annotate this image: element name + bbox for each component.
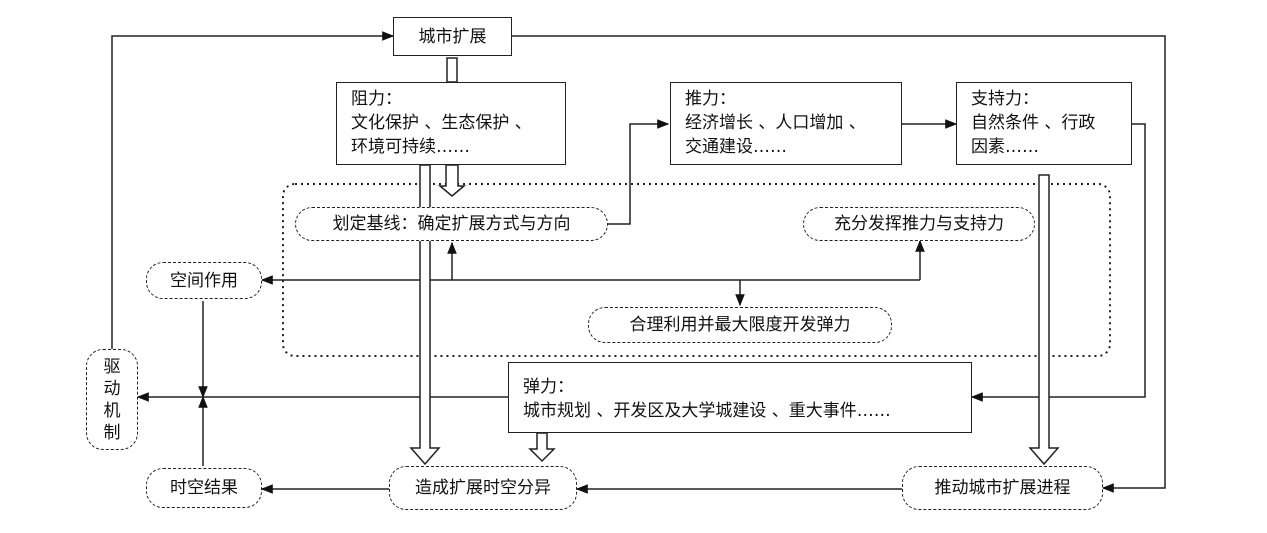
node-leverage-label: 充分发挥推力与支持力 [834, 214, 1004, 234]
node-elasticity: 弹力： 城市规划 、开发区及大学城建设 、重大事件…… [508, 362, 972, 433]
node-result-label: 时空结果 [170, 478, 238, 498]
node-elasticity-use: 合理利用并最大限度开发弹力 [588, 307, 892, 343]
node-baseline: 划定基线：确定扩展方式与方向 [295, 207, 608, 241]
node-spatial-label: 空间作用 [170, 270, 238, 291]
driving-char-2: 动 [103, 378, 121, 399]
driving-char-1: 驱 [103, 356, 121, 377]
hollow-arrow-support-to-promote [1028, 174, 1060, 466]
arrow-expansion-to-promote [512, 35, 1166, 493]
driving-char-3: 机 [103, 400, 121, 421]
support-title: 支持力： [971, 89, 1039, 109]
support-line2: 因素…… [971, 137, 1039, 157]
hollow-arrow-resistance-to-region [437, 164, 467, 197]
node-leverage: 充分发挥推力与支持力 [803, 207, 1035, 241]
arrow-baseline-to-push [608, 119, 670, 225]
hollow-arrow-elasticity-to-difference [528, 432, 556, 463]
node-push: 推力： 经济增长 、人口增加 、 交通建设…… [670, 82, 902, 165]
hollow-arrow-expansion-to-resistance [446, 57, 458, 83]
resistance-line1: 文化保护 、生态保护 、 [351, 113, 532, 133]
node-expansion-label: 城市扩展 [418, 26, 487, 47]
dotted-region [282, 183, 1111, 357]
node-expansion: 城市扩展 [393, 17, 512, 56]
node-difference: 造成扩展时空分异 [389, 466, 577, 510]
push-title: 推力： [685, 89, 736, 109]
arrow-support-to-elasticity [970, 123, 1146, 402]
node-spatial: 空间作用 [146, 262, 262, 299]
node-difference-label: 造成扩展时空分异 [415, 478, 551, 498]
node-result: 时空结果 [146, 468, 262, 508]
resistance-title: 阻力： [351, 89, 402, 109]
push-line2: 交通建设…… [685, 137, 787, 157]
push-line1: 经济增长 、人口增加 、 [685, 113, 866, 133]
node-promote-label: 推动城市扩展进程 [934, 478, 1071, 498]
node-promote: 推动城市扩展进程 [902, 466, 1103, 510]
resistance-line2: 环境可持续…… [351, 137, 470, 157]
node-support: 支持力： 自然条件 、行政 因素…… [956, 82, 1132, 165]
node-driving: 驱 动 机 制 [86, 349, 138, 450]
elasticity-title: 弹力： [523, 377, 574, 397]
node-elasticity-use-label: 合理利用并最大限度开发弹力 [629, 315, 851, 335]
node-resistance: 阻力： 文化保护 、生态保护 、 环境可持续…… [336, 82, 566, 165]
support-line1: 自然条件 、行政 [971, 113, 1096, 133]
elasticity-line1: 城市规划 、开发区及大学城建设 、重大事件…… [523, 401, 891, 421]
node-baseline-label: 划定基线：确定扩展方式与方向 [332, 214, 571, 234]
arrow-driving-to-expansion [111, 31, 395, 349]
driving-char-4: 制 [103, 422, 121, 443]
